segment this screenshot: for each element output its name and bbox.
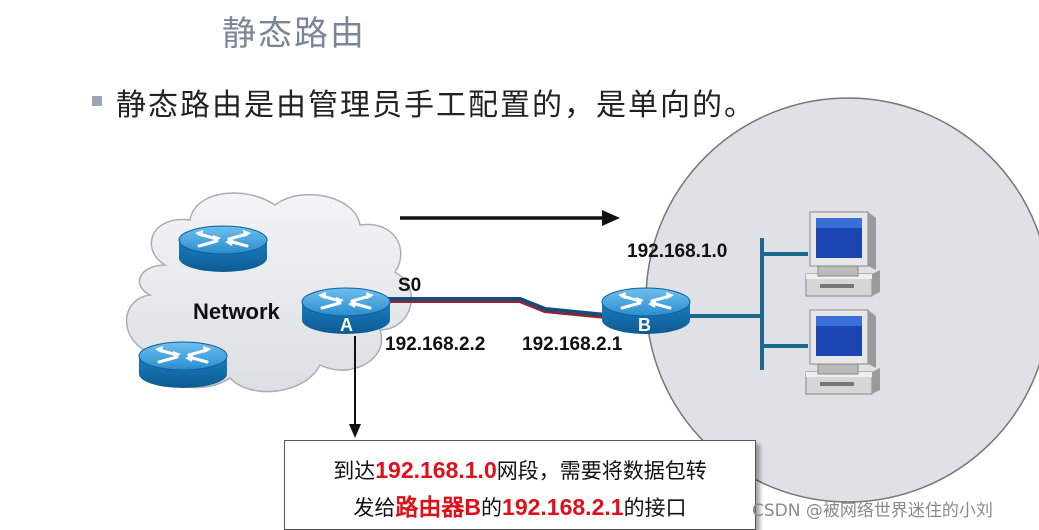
callout-text: 网段，需要将数据包转 <box>496 459 707 483</box>
router-icon <box>177 224 269 274</box>
subtitle: 静态路由是由管理员手工配置的，是单向的。 <box>116 88 756 123</box>
callout-highlight: 192.168.1.0 <box>375 457 497 483</box>
callout-text: 的 <box>481 496 503 520</box>
arrow-icon <box>349 336 361 438</box>
workstation-icon <box>805 211 881 297</box>
router-b-label: B <box>638 315 651 335</box>
callout-box: 到达192.168.1.0网段，需要将数据包转 发给路由器B的192.168.2… <box>284 440 756 530</box>
watermark: CSDN @被网络世界迷住的小刘 <box>752 501 993 521</box>
callout-highlight: 路由器B <box>395 494 482 520</box>
ip-a-label: 192.168.2.2 <box>385 334 485 355</box>
bullet-icon <box>92 96 102 106</box>
page-title: 静态路由 <box>222 14 366 54</box>
callout-highlight: 192.168.2.1 <box>502 494 624 520</box>
callout-text: 到达 <box>333 459 376 483</box>
workstation-icon <box>805 309 881 395</box>
ip-b-label: 192.168.2.1 <box>522 334 623 355</box>
arrow-icon <box>400 210 620 226</box>
router-icon <box>137 340 229 390</box>
callout-line-1: 到达192.168.1.0网段，需要将数据包转 <box>285 455 755 485</box>
callout-text: 发给 <box>353 496 396 520</box>
callout-text: 的接口 <box>623 496 687 520</box>
lan-label: 192.168.1.0 <box>627 241 727 262</box>
serial-link <box>382 297 607 319</box>
interface-label: S0 <box>398 275 421 296</box>
router-a-label: A <box>340 315 353 335</box>
callout-line-2: 发给路由器B的192.168.2.1的接口 <box>285 488 755 522</box>
cloud-label: Network <box>193 299 281 324</box>
lan-bus <box>688 238 808 370</box>
